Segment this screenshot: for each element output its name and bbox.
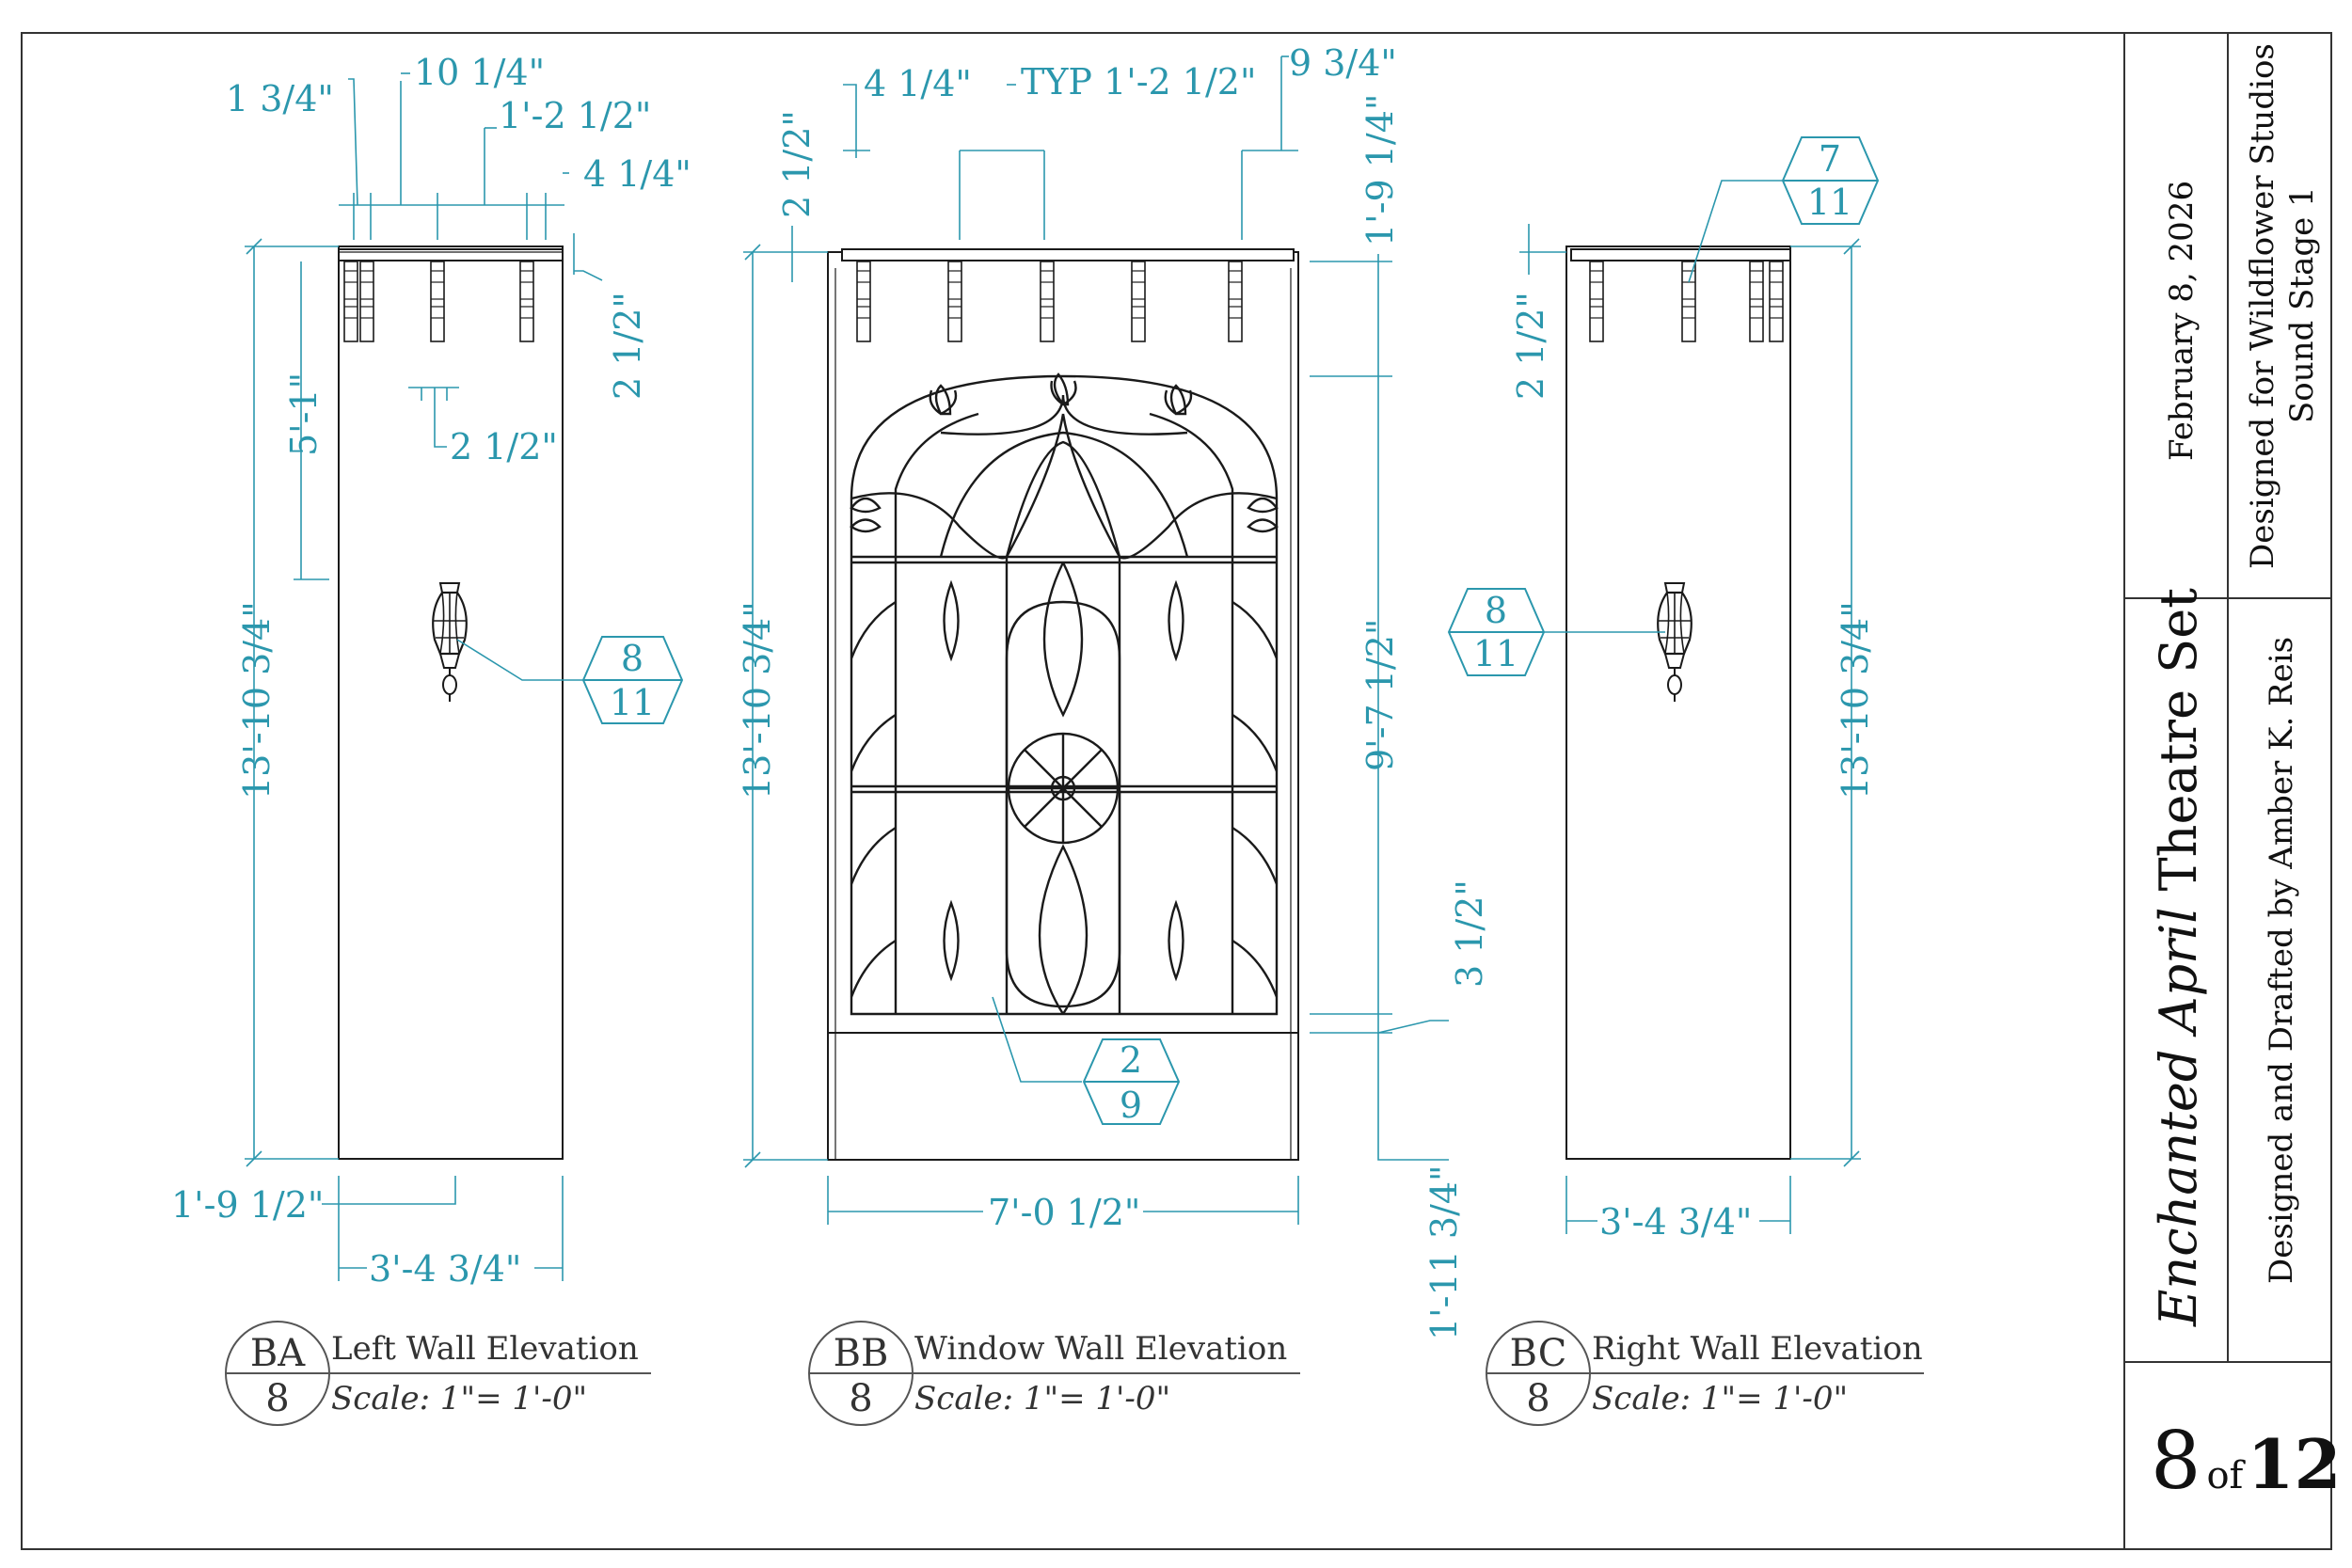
callout-tag: 8 11 [1447, 588, 1546, 676]
dim-right-height: 13'-10 3/4" [1835, 601, 1876, 800]
right-wall-elevation: 13'-10 3/4" 2 1/2" 3'-4 3/4" 7 11 8 11 B… [1447, 136, 1924, 1426]
callout-sheet: 9 [1120, 1085, 1142, 1126]
dim-left-1-2-1-2: 1'-2 1/2" [499, 95, 651, 136]
dim-window-9-7-1-2: 9'-7 1/2" [1359, 619, 1401, 771]
callout-tag: 2 9 [1082, 1038, 1181, 1126]
view-title: Left Wall Elevation [331, 1330, 639, 1368]
callout-tag: 7 11 [1781, 136, 1880, 225]
dim-left-width: 3'-4 3/4" [369, 1248, 521, 1290]
window-wall-cornice [841, 248, 1295, 261]
dim-left-2-1-2-side: 2 1/2" [607, 292, 648, 400]
dim-window-3-1-2: 3 1/2" [1449, 879, 1490, 988]
callout-sheet: 11 [1473, 633, 1518, 674]
dim-window-4-1-4: 4 1/4" [864, 63, 972, 104]
title-date: February 8, 2026 [2163, 181, 2201, 461]
left-wall-panel [338, 245, 564, 1160]
view-scale: Scale: 1"= 1'-0" [1592, 1380, 1848, 1418]
dim-left-1-9-1-2: 1'-9 1/2" [171, 1184, 324, 1226]
view-id: BC [1510, 1332, 1567, 1375]
view-id: BB [834, 1332, 889, 1375]
callout-number: 8 [621, 638, 644, 679]
title-project: Enchanted April Theatre Set [2149, 588, 2208, 1327]
left-wall-cornice [338, 248, 564, 261]
view-sheet: 8 [265, 1377, 289, 1420]
dim-window-2-1-2: 2 1/2" [776, 110, 818, 218]
title-client-line2: Sound Stage 1 [2283, 186, 2321, 423]
title-client-line1: Designed for Wildflower Studios [2244, 43, 2281, 569]
dim-window-1-11-3-4: 1'-11 3/4" [1423, 1164, 1465, 1340]
view-scale: Scale: 1"= 1'-0" [914, 1380, 1170, 1418]
dim-window-width: 7'-0 1/2" [988, 1192, 1140, 1233]
left-wall-elevation: 13'-10 3/4" 5'-1" 1 3/4" 10 1/4" 1'-2 1/… [171, 52, 691, 1426]
view-title: Window Wall Elevation [914, 1330, 1287, 1368]
dim-right-width: 3'-4 3/4" [1599, 1201, 1752, 1243]
callout-number: 2 [1120, 1039, 1142, 1081]
view-scale: Scale: 1"= 1'-0" [331, 1380, 587, 1418]
callout-tag: 8 11 [581, 636, 684, 724]
dim-left-height: 13'-10 3/4" [236, 601, 278, 800]
dim-left-2-1-2-inner: 2 1/2" [450, 426, 558, 467]
dim-window-9-3-4: 9 3/4" [1289, 42, 1397, 84]
dim-left-10-1-4: 10 1/4" [414, 52, 545, 93]
dim-window-height: 13'-10 3/4" [737, 601, 778, 800]
callout-sheet: 11 [610, 682, 655, 723]
view-id: BA [250, 1332, 306, 1375]
wrought-iron-window-grille [850, 372, 1279, 1016]
title-designer: Designed and Drafted by Amber K. Reis [2263, 637, 2300, 1284]
dim-left-4-1-4: 4 1/4" [583, 153, 691, 195]
dim-window-typ: TYP 1'-2 1/2" [1021, 61, 1256, 103]
dim-left-5-1: 5'-1" [283, 372, 325, 456]
view-sheet: 8 [849, 1377, 872, 1420]
right-wall-panel [1565, 245, 1791, 1160]
sheet-border [21, 32, 2332, 1550]
window-wall-panel [827, 251, 1299, 1161]
dim-left-1-3-4: 1 3/4" [226, 78, 334, 119]
window-wall-elevation: 13'-10 3/4" 2 1/2" 4 1/4" TYP 1'-2 1/2" … [737, 42, 1490, 1426]
callout-number: 7 [1819, 138, 1841, 180]
view-title: Right Wall Elevation [1592, 1330, 1923, 1368]
view-sheet: 8 [1526, 1377, 1549, 1420]
right-wall-cornice [1570, 248, 1791, 261]
callout-number: 8 [1485, 590, 1507, 631]
dim-window-1-9-1-4: 1'-9 1/4" [1359, 94, 1401, 246]
callout-sheet: 11 [1807, 182, 1852, 223]
dim-right-2-1-2: 2 1/2" [1510, 292, 1551, 400]
